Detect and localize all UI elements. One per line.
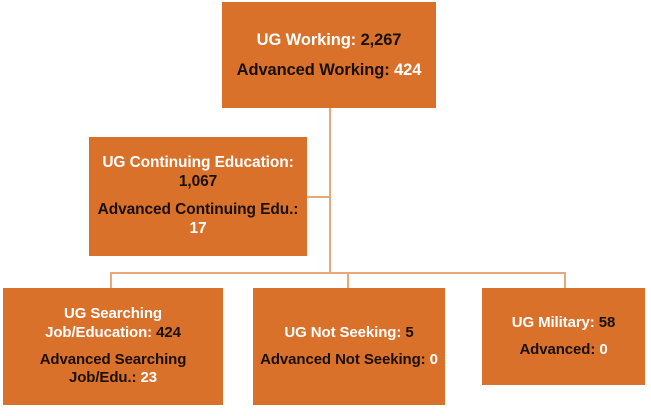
- node-military-value-ug: 58: [598, 313, 616, 331]
- node-continuing-row-advanced: Advanced Continuing Edu.: 17: [95, 201, 301, 239]
- connector-drop-not-seeking: [347, 272, 349, 289]
- node-searching-label-ug: UG Searching Job/Education:: [45, 305, 162, 341]
- node-notseeking-row-ug: UG Not Seeking: 5: [259, 324, 439, 342]
- node-continuing-label-advanced: Advanced Continuing Edu.:: [97, 201, 299, 219]
- node-working-value-ug: 2,267: [360, 30, 402, 49]
- node-searching-row-ug: UG Searching Job/Education: 424: [9, 305, 217, 342]
- node-military[interactable]: UG Military: 58 Advanced: 0: [482, 288, 645, 385]
- node-notseeking-value-advanced: 0: [429, 351, 438, 368]
- connector-drop-military: [564, 272, 566, 289]
- node-military-row-advanced: Advanced: 0: [488, 341, 639, 359]
- connector-trunk-working-to-branches: [329, 108, 331, 274]
- node-continuing-value-advanced: 17: [189, 220, 207, 238]
- node-working-label-ug: UG Working:: [256, 30, 357, 49]
- connector-distribution-bar: [110, 272, 566, 274]
- node-searching-value-advanced: 23: [140, 369, 158, 387]
- node-continuing-education[interactable]: UG Continuing Education: 1,067 Advanced …: [89, 137, 307, 256]
- node-searching-value-ug: 424: [156, 323, 181, 341]
- node-working-row-ug: UG Working: 2,267: [228, 30, 430, 50]
- node-working-row-advanced: Advanced Working: 424: [228, 60, 430, 80]
- node-searching-job-education[interactable]: UG Searching Job/Education: 424 Advanced…: [3, 288, 223, 405]
- node-military-value-advanced: 0: [599, 341, 608, 358]
- node-notseeking-row-advanced: Advanced Not Seeking: 0: [259, 351, 439, 369]
- node-working-value-advanced: 424: [394, 60, 422, 79]
- node-working-label-advanced: Advanced Working:: [236, 60, 390, 79]
- node-notseeking-label-advanced: Advanced Not Seeking:: [260, 351, 426, 368]
- node-searching-label-advanced: Advanced Searching Job/Edu.:: [39, 351, 187, 387]
- node-continuing-value-ug: 1,067: [178, 172, 218, 190]
- node-continuing-row-ug: UG Continuing Education: 1,067: [95, 154, 301, 192]
- connector-drop-searching: [110, 272, 112, 289]
- node-military-label-advanced: Advanced:: [519, 341, 596, 358]
- node-continuing-label-ug: UG Continuing Education:: [102, 154, 294, 172]
- node-notseeking-value-ug: 5: [405, 323, 414, 341]
- node-working[interactable]: UG Working: 2,267 Advanced Working: 424: [222, 2, 436, 108]
- node-not-seeking[interactable]: UG Not Seeking: 5 Advanced Not Seeking: …: [253, 288, 445, 405]
- connector-stub-continuing-education: [306, 196, 330, 198]
- node-military-label-ug: UG Military:: [511, 313, 595, 331]
- node-searching-row-advanced: Advanced Searching Job/Edu.: 23: [9, 351, 217, 388]
- node-military-row-ug: UG Military: 58: [488, 314, 639, 332]
- node-notseeking-label-ug: UG Not Seeking:: [284, 323, 402, 341]
